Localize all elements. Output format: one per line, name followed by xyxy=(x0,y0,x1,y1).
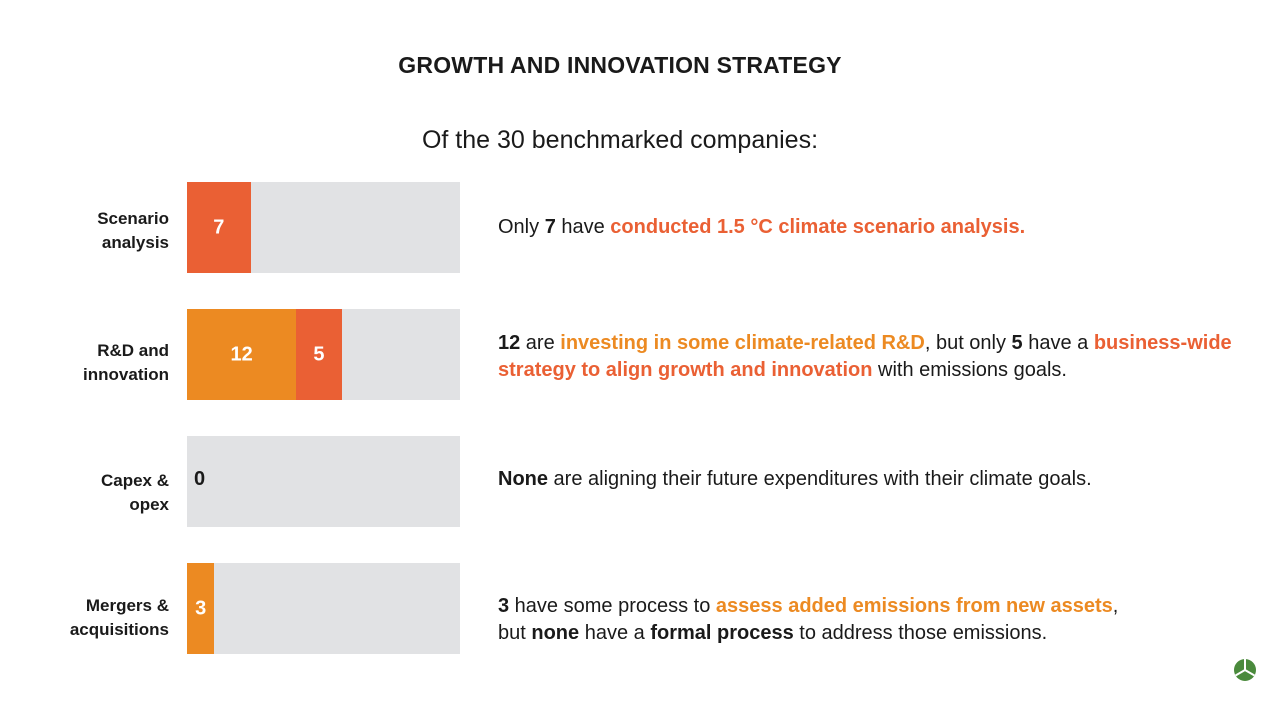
description-run: with emissions goals. xyxy=(872,359,1067,381)
category-label: Capex & opex xyxy=(100,471,169,514)
bar-segment xyxy=(187,182,251,273)
description-run: , xyxy=(1112,595,1119,617)
description-run: 3 xyxy=(498,595,510,617)
description-text: 3 have some process to assess added emis… xyxy=(498,593,1258,647)
description-run: have a xyxy=(1022,332,1094,354)
bar-value-label: 12 xyxy=(230,343,253,365)
description-run: assess added emissions from new assets xyxy=(715,595,1113,617)
bar-segment xyxy=(296,309,342,400)
description-run: none xyxy=(531,622,580,644)
description-run: are xyxy=(520,332,561,354)
description-run: formal process xyxy=(650,622,794,644)
description-run: have some process to xyxy=(509,595,716,617)
description-run: 5 xyxy=(1011,332,1023,354)
description-text: Only 7 have conducted 1.5 °C climate sce… xyxy=(498,214,1258,241)
bar-value-label: 3 xyxy=(195,597,207,619)
description-run: investing in some climate-related R&D xyxy=(560,332,925,354)
description-run: but xyxy=(498,622,532,644)
description-run: Only xyxy=(498,216,545,238)
bar-track: 7 xyxy=(187,182,460,273)
bar-track: 3 xyxy=(187,563,460,654)
description-run: , but only xyxy=(924,332,1012,354)
category-label: Mergers & acquisitions xyxy=(69,596,169,639)
leaf-logo-icon xyxy=(1234,659,1256,681)
description-run: to address those emissions. xyxy=(793,622,1048,644)
description-text: 12 are investing in some climate-related… xyxy=(498,330,1258,384)
description-run: conducted 1.5 °C climate scenario analys… xyxy=(610,216,1026,238)
description-run: 7 xyxy=(544,216,556,238)
bar-track: 12 5 xyxy=(187,309,460,400)
page-title: GROWTH AND INNOVATION STRATEGY xyxy=(398,52,842,78)
description-run: are aligning their future expenditures w… xyxy=(548,468,1092,490)
bar-value-label: 7 xyxy=(213,216,225,238)
description-run: business-wide strategy to align growth a… xyxy=(498,332,1232,381)
description-run: None xyxy=(498,468,548,490)
bar-value-label: 0 xyxy=(194,468,206,490)
description-run: have xyxy=(555,216,611,238)
bar-value-label: 5 xyxy=(313,343,325,365)
description-run: have a xyxy=(579,622,651,644)
bar-segment xyxy=(187,563,215,654)
description-text: None are aligning their future expenditu… xyxy=(498,466,1258,493)
description-run: 12 xyxy=(498,332,521,354)
bar-segment xyxy=(187,309,297,400)
bar-track xyxy=(187,436,460,527)
category-label: Scenario analysis xyxy=(97,209,169,252)
category-label: R&D and innovation xyxy=(83,341,169,384)
page-subtitle: Of the 30 benchmarked companies: xyxy=(421,126,819,154)
